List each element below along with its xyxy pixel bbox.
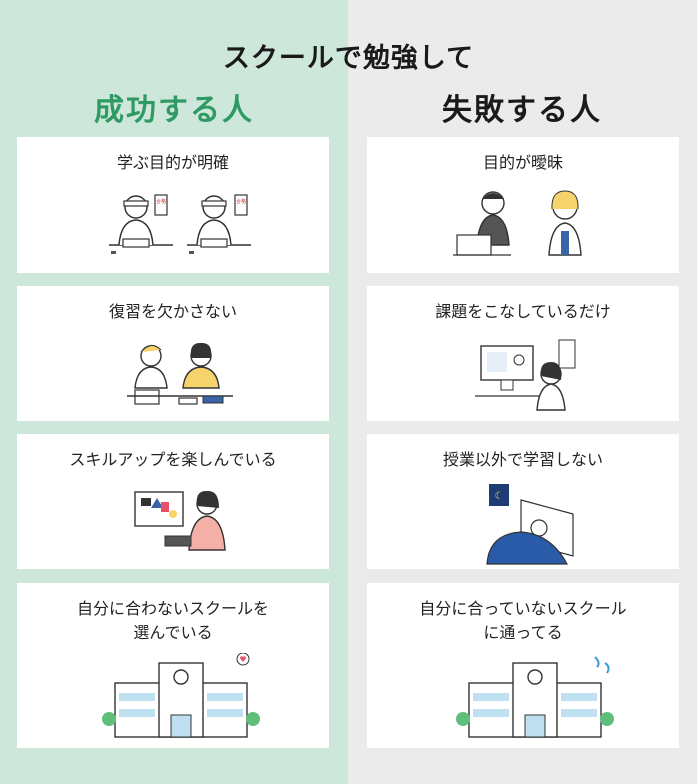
school-building-illustration: ♥ [102,653,260,738]
success-card-2: 復習を欠かさない [17,286,329,421]
unclear-goal-illustration [453,190,582,256]
students-reviewing-illustration [127,342,233,405]
success-heading: 成功する人 [94,93,254,128]
students-studying-illustration: 合格 合格 [109,194,251,254]
card-label: 授業以外で学習しない [442,450,603,469]
failure-card-3: 授業以外で学習しない ☾ [367,434,679,569]
card-label: 自分に合っていないスクール に通ってる [367,597,679,645]
skill-up-illustration [134,490,226,551]
failure-heading: 失敗する人 [442,93,602,128]
card-label: 自分に合わないスクールを 選んでいる [17,597,329,645]
success-card-4: 自分に合わないスクールを 選んでいる ♥ [17,583,329,748]
card-label-line2: 選んでいる [133,623,213,642]
school-building-illustration [456,656,614,738]
badge-text: 合格 [236,198,246,205]
card-label: スキルアップを楽しんでいる [69,450,277,469]
card-label: 復習を欠かさない [108,302,237,321]
card-label-line1: 自分に合っていないスクール [419,599,627,618]
card-label: 学ぶ目的が明確 [116,153,229,172]
badge-text: 合格 [156,198,166,205]
failure-card-1: 目的が曖昧 [367,137,679,273]
success-card-3: スキルアップを楽しんでいる [17,434,329,569]
svg-text:♥: ♥ [239,655,246,664]
failure-card-2: 課題をこなしているだけ [367,286,679,421]
card-label-line2: に通ってる [483,623,563,642]
card-label-line1: 自分に合わないスクールを [76,599,269,618]
failure-card-4: 自分に合っていないスクール に通ってる [367,583,679,748]
card-label: 目的が曖昧 [482,153,563,172]
success-card-1: 学ぶ目的が明確 合格 合格 [17,137,329,273]
sleeping-illustration: ☾ [486,484,574,565]
page-title: スクールで勉強して [222,43,475,74]
svg-text:☾: ☾ [495,491,504,502]
doing-assignments-illustration [475,339,576,411]
card-label: 課題をこなしているだけ [435,302,611,321]
